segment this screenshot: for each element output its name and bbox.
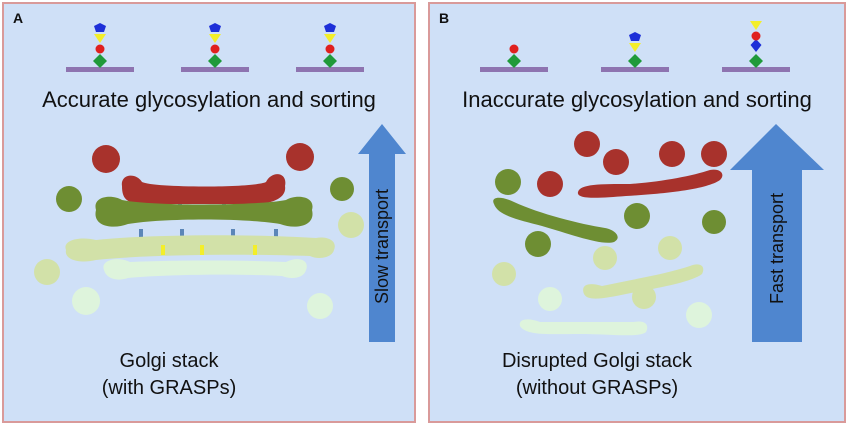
fragmented-cisterna-light bbox=[583, 264, 704, 299]
panel-caption: Golgi stack (with GRASPs) bbox=[0, 348, 374, 402]
vesicle bbox=[686, 302, 712, 328]
golgi-cisterna-ergic bbox=[103, 259, 307, 280]
fragmented-cisterna-green bbox=[493, 197, 618, 243]
panel-letter: A bbox=[13, 10, 24, 26]
vesicle bbox=[537, 171, 563, 197]
panel-b: Fast transport B Inaccurate glycosylatio… bbox=[428, 2, 846, 423]
slow-transport-arrow: Slow transport bbox=[358, 124, 406, 342]
glycan-structure bbox=[722, 21, 790, 72]
vesicle bbox=[286, 143, 314, 171]
vesicle bbox=[702, 210, 726, 234]
glycan-structure bbox=[181, 23, 249, 72]
vesicle bbox=[701, 141, 727, 167]
vesicle bbox=[330, 177, 354, 201]
vesicle bbox=[338, 212, 364, 238]
glycan-structure bbox=[296, 23, 364, 72]
fast-transport-arrow: Fast transport bbox=[730, 124, 824, 342]
arrow-label: Slow transport bbox=[372, 189, 392, 304]
vesicle bbox=[92, 145, 120, 173]
fragmented-cisterna-pale bbox=[519, 319, 648, 336]
caption-line: (without GRASPs) bbox=[515, 377, 679, 399]
vesicle bbox=[307, 293, 333, 319]
golgi-cisterna-medial bbox=[95, 196, 313, 227]
golgi-cisterna-trans bbox=[121, 174, 286, 204]
fragmented-cisterna-red bbox=[577, 169, 723, 198]
glycan-structure bbox=[66, 23, 134, 72]
vesicle bbox=[34, 259, 60, 285]
panel-heading: Inaccurate glycosylation and sorting bbox=[462, 87, 812, 112]
arrow-label: Fast transport bbox=[767, 193, 787, 304]
caption-line: Golgi stack bbox=[119, 350, 219, 372]
vesicle bbox=[525, 231, 551, 257]
disrupted-golgi-diagram: Fast transport bbox=[480, 21, 824, 342]
caption-line: Disrupted Golgi stack bbox=[501, 350, 693, 372]
caption-line: (with GRASPs) bbox=[101, 377, 237, 399]
panel-heading: Accurate glycosylation and sorting bbox=[42, 87, 376, 112]
glycan-structure bbox=[601, 32, 669, 72]
panel-a: Slow transport A Accurate glycosylation … bbox=[2, 2, 416, 423]
vesicle bbox=[624, 203, 650, 229]
vesicle bbox=[492, 262, 516, 286]
vesicle bbox=[495, 169, 521, 195]
vesicle bbox=[603, 149, 629, 175]
vesicle bbox=[593, 246, 617, 270]
vesicle bbox=[659, 141, 685, 167]
panel-caption: Disrupted Golgi stack (without GRASPs) bbox=[390, 348, 804, 402]
golgi-stack-diagram: Slow transport bbox=[34, 23, 406, 342]
vesicle bbox=[56, 186, 82, 212]
glycan-structure bbox=[480, 44, 548, 72]
panel-letter: B bbox=[439, 10, 450, 26]
vesicle bbox=[658, 236, 682, 260]
vesicle bbox=[72, 287, 100, 315]
vesicle bbox=[538, 287, 562, 311]
grasp-links bbox=[161, 245, 257, 255]
vesicle bbox=[574, 131, 600, 157]
